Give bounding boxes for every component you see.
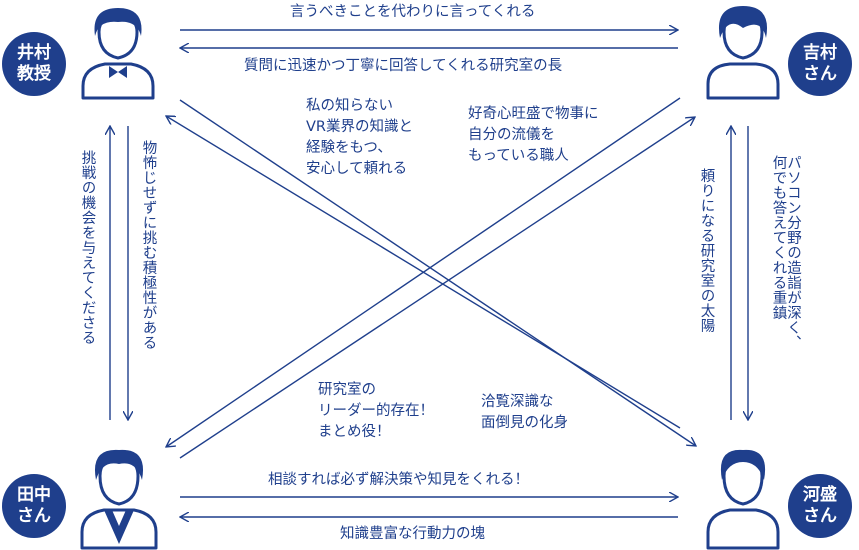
name-badge-yoshimura: 吉村 さん [788,32,852,96]
suit-avatar-icon [80,449,158,550]
label-yoshimura-to-inomura: 質問に迅速かつ丁寧に回答してくれる研究室の長 [244,58,563,74]
member-avatar-icon-kawamori [706,449,780,550]
label-kawamori-to-yoshimura: パソコン分野の造詣が深く、 何でも答えてくれる重鎮 [770,155,802,350]
label-yoshimura-to-tanaka: 研究室の リーダー的存在！ まとめ役！ [318,382,434,440]
label-kawamori-to-tanaka: 知識豊富な行動力の塊 [340,526,485,542]
name-badge-inomura: 井村 教授 [2,32,66,96]
name-badge-kawamori: 河盛 さん [788,474,852,538]
label-yoshimura-to-kawamori: 頼りになる研究室の太陽 [698,168,715,333]
label-inomura-to-yoshimura: 言うべきことを代わりに言ってくれる [290,4,536,20]
label-tanaka-to-kawamori: 相談すれば必ず解決策や知見をくれる！ [268,472,529,488]
professor-avatar-icon [81,8,155,100]
label-inomura-to-kawamori: 洽覧深識な 面倒見の化身 [481,394,568,431]
label-tanaka-to-inomura: 物怖じせずに挑む積極性がある [140,140,157,350]
arrow-yoshimura-to-tanaka [166,97,681,447]
arrow-tanaka-to-yoshimura [179,117,695,459]
label-tanaka-to-yoshimura: 好奇心旺盛で物事に 自分の流儀を もっている職人 [468,106,599,164]
label-inomura-to-tanaka: 挑戦の機会を与えてくださる [79,150,96,345]
member-avatar-icon-yoshimura [706,6,780,100]
arrow-inomura-to-kawamori [179,99,696,446]
name-badge-tanaka: 田中 さん [2,474,66,538]
label-kawamori-to-inomura: 私の知らない VR業界の知識と 経験をもつ、 安心して頼れる [306,98,413,177]
